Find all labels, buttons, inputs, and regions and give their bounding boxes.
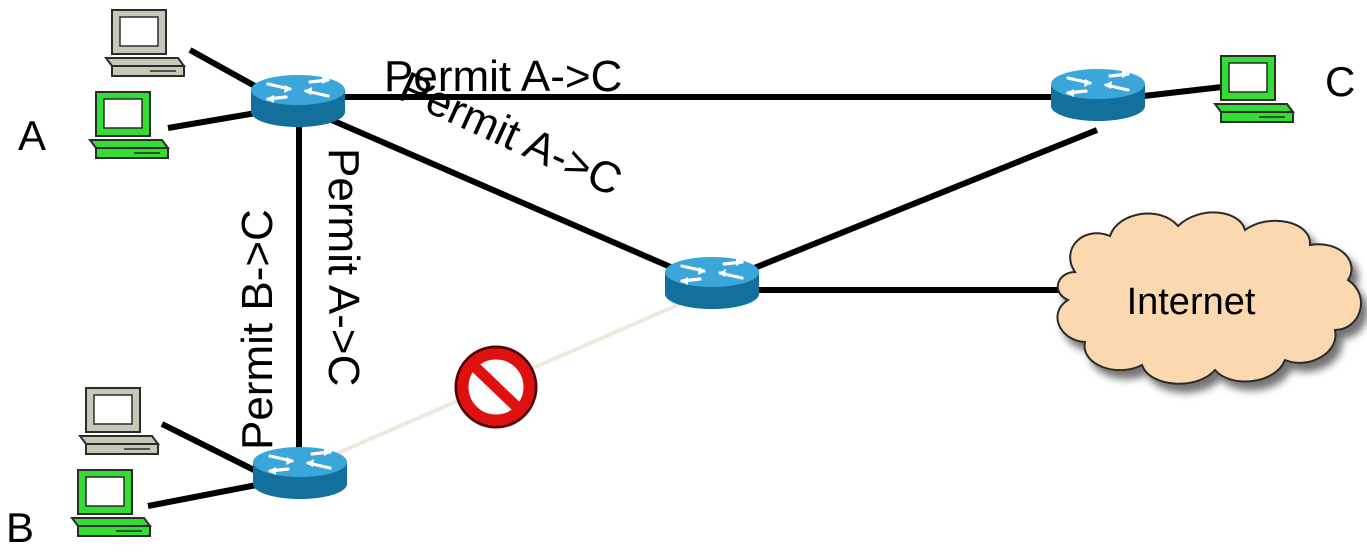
- link-pc-c: [1134, 84, 1223, 100]
- link-pc-a2: [167, 109, 263, 131]
- label-left-outer-link: Permit B->C: [233, 209, 282, 450]
- host-a-label: A: [18, 112, 46, 159]
- router-a: [249, 73, 347, 129]
- pc-b-gray: [79, 387, 159, 455]
- link-pc-b1: [160, 421, 264, 477]
- internet-label: Internet: [1127, 281, 1256, 323]
- pc-a-gray: [105, 9, 185, 77]
- host-b-label: B: [6, 504, 34, 551]
- link-pc-b2: [147, 481, 263, 509]
- router-b: [251, 445, 349, 501]
- pc-b-green: [71, 469, 151, 537]
- link-pc-a1: [188, 47, 264, 93]
- link-ra-rm: [295, 102, 714, 288]
- link-rm-rc: [710, 127, 1099, 288]
- host-c-label: C: [1325, 58, 1355, 105]
- label-left-inner-link: Permit A->C: [319, 148, 368, 386]
- no-entry-icon: [454, 345, 538, 429]
- pc-c-green: [1214, 55, 1294, 123]
- internet-cloud: [1056, 211, 1362, 385]
- pc-a-green: [89, 91, 169, 159]
- router-c: [1049, 67, 1147, 123]
- label-top-link: Permit A->C: [384, 52, 622, 101]
- router-middle: [663, 255, 761, 311]
